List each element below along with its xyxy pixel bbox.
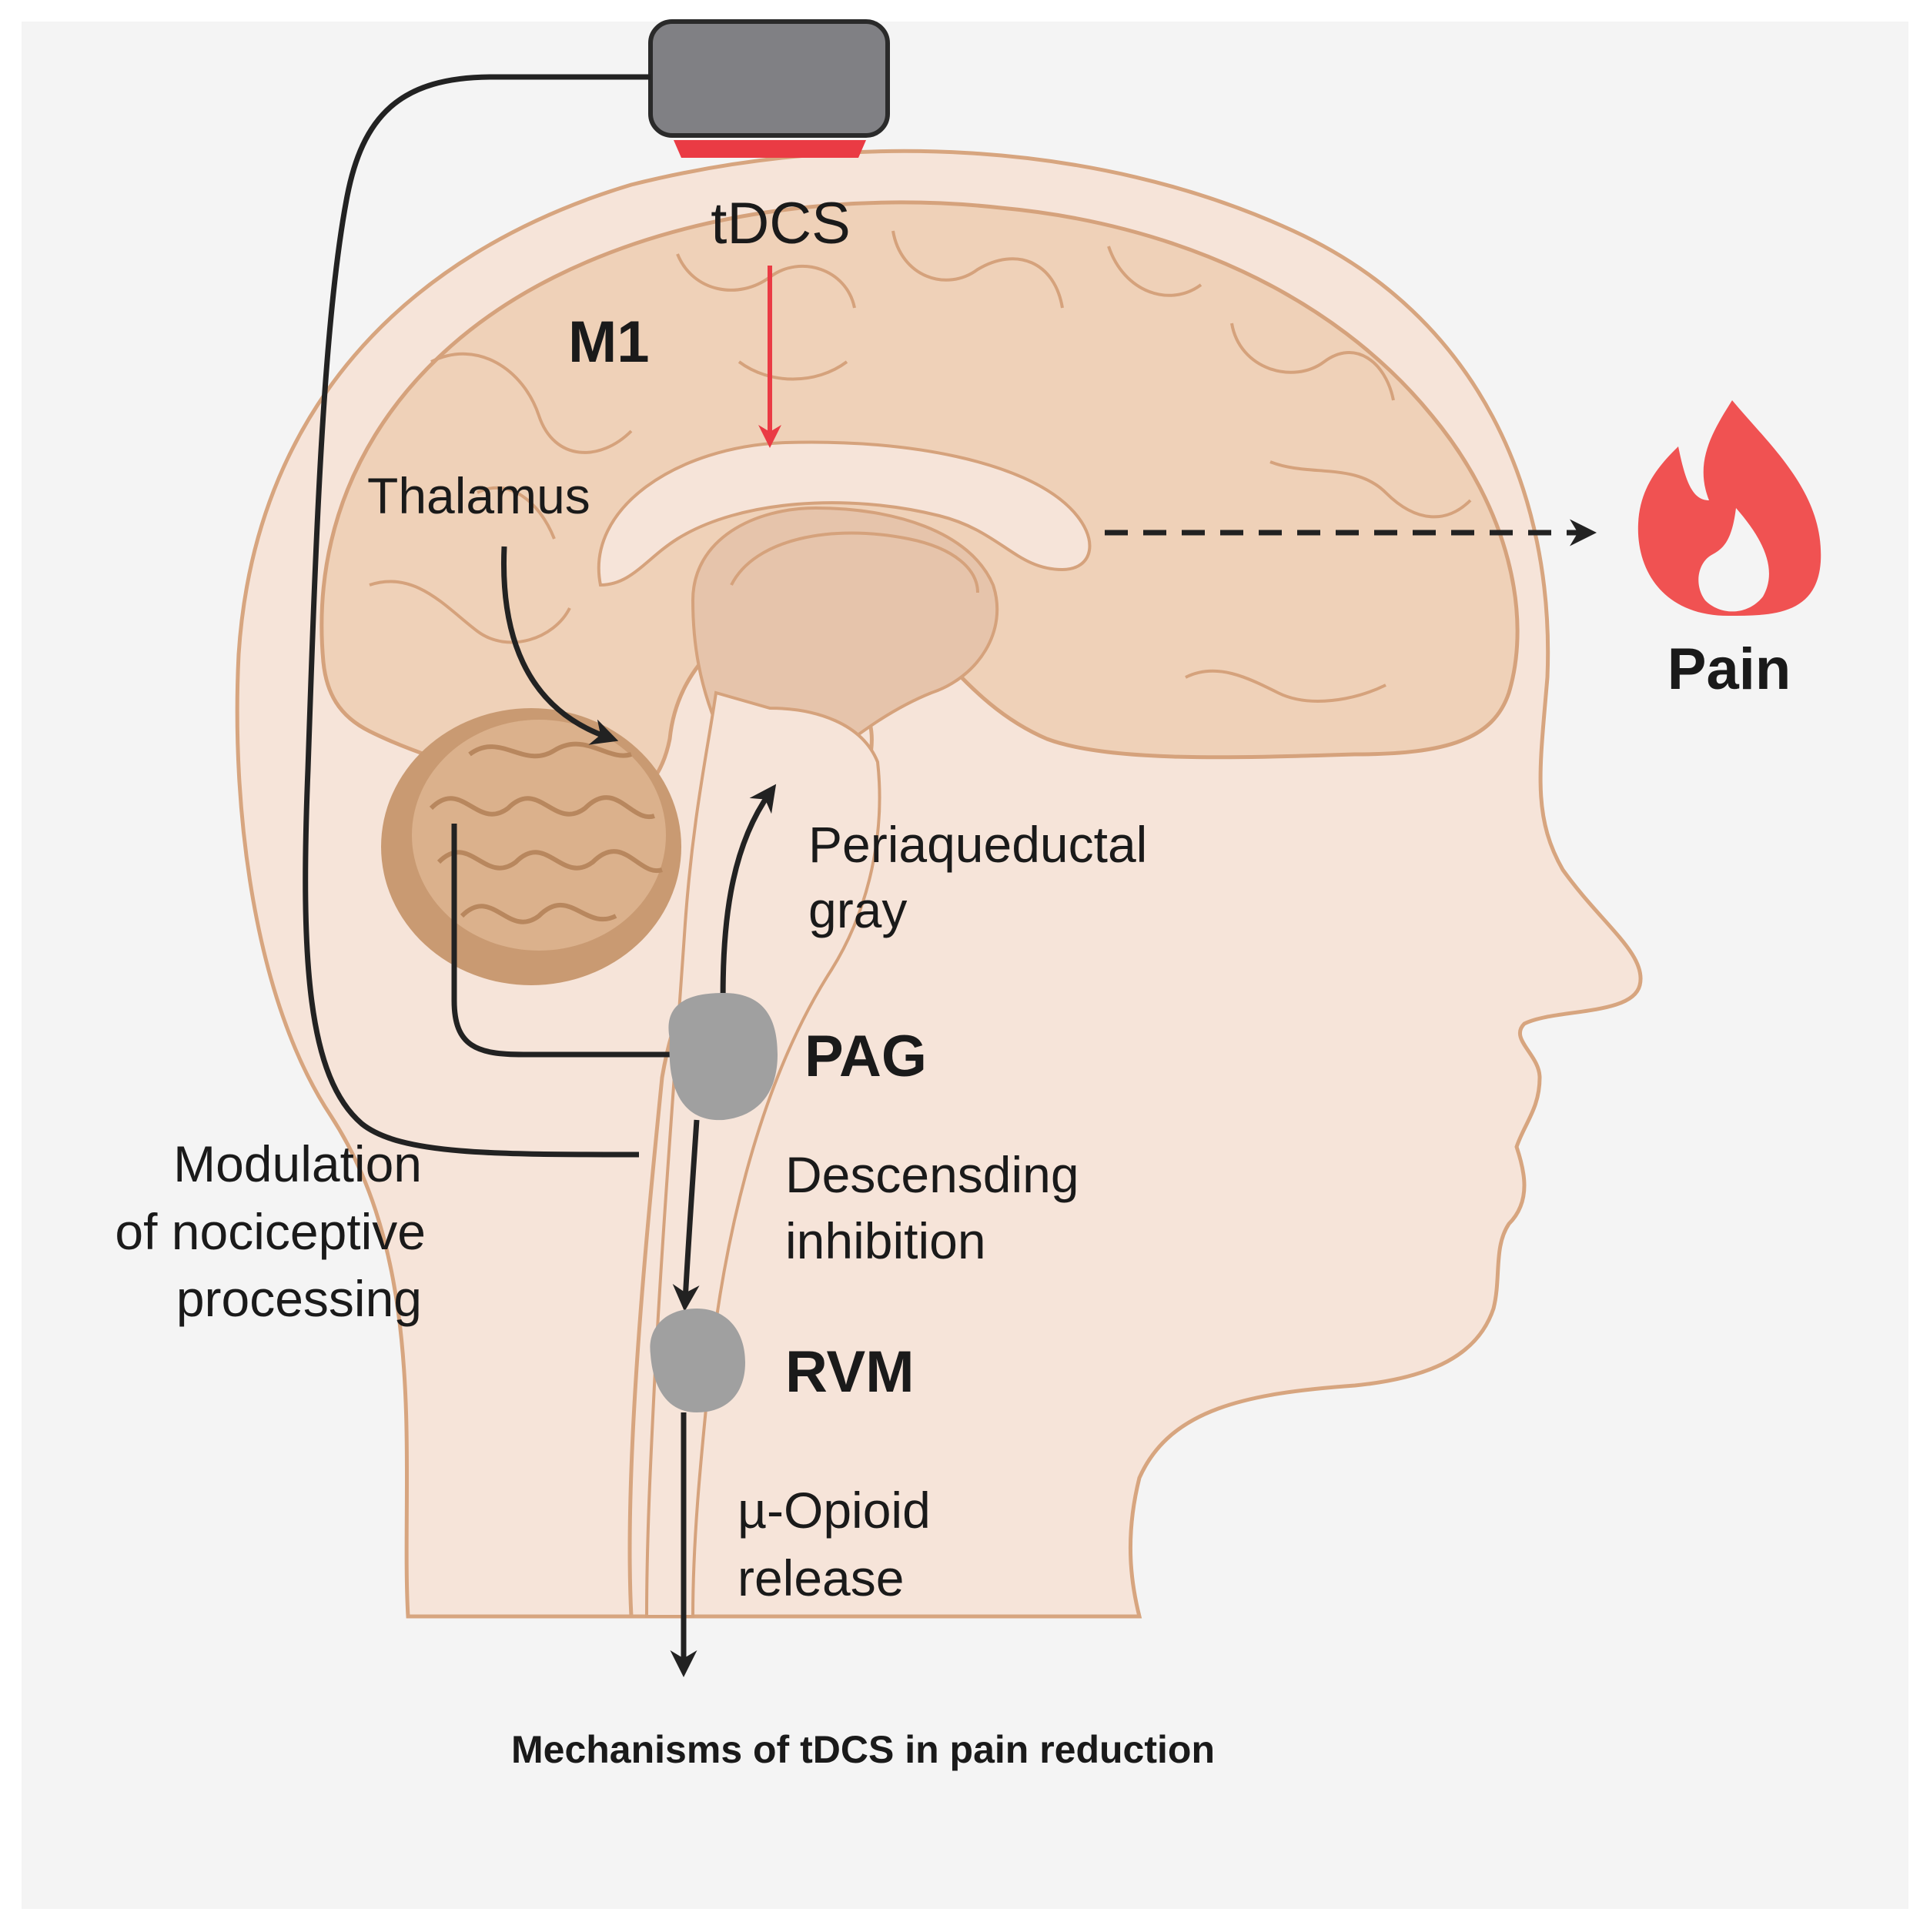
tdcs-label: tDCS xyxy=(711,191,851,256)
descending-inhibition-label-line1: Descensding xyxy=(785,1146,1079,1203)
periaqueductal-label-line2: gray xyxy=(808,881,907,938)
modulation-connector xyxy=(451,824,685,1058)
brain-gyri xyxy=(369,230,1472,703)
ascending-arrow xyxy=(720,784,777,1032)
electrode-cable xyxy=(303,74,651,1158)
periaqueductal-label-line1: Periaqueductal xyxy=(808,816,1147,873)
descending-arrow xyxy=(672,1119,700,1312)
rvm-label: RVM xyxy=(785,1339,915,1405)
opioid-release-label-line1: µ-Opioid xyxy=(738,1482,931,1539)
pain-label: Pain xyxy=(1667,637,1791,702)
figure-caption: Mechanisms of tDCS in pain reduction xyxy=(511,1728,1215,1771)
modulation-label-line3: processing xyxy=(176,1270,422,1327)
cerebellum xyxy=(381,708,681,985)
thalamus-label: Thalamus xyxy=(367,467,590,524)
modulation-label-line1: Modulation xyxy=(173,1135,422,1192)
flame-icon xyxy=(1637,400,1821,616)
pag-nucleus xyxy=(668,993,778,1121)
rvm-nucleus xyxy=(650,1309,745,1412)
modulation-label-line2: of nociceptive xyxy=(115,1203,426,1260)
tdcs-electrode-icon xyxy=(648,19,890,158)
thalamus-arrow xyxy=(501,546,619,745)
fornix xyxy=(730,531,979,593)
m1-label: M1 xyxy=(568,309,650,375)
descending-inhibition-label-line2: inhibition xyxy=(785,1212,986,1269)
pag-label: PAG xyxy=(804,1024,927,1089)
corpus-callosum xyxy=(597,440,1092,587)
opioid-release-label-line2: release xyxy=(738,1549,904,1606)
